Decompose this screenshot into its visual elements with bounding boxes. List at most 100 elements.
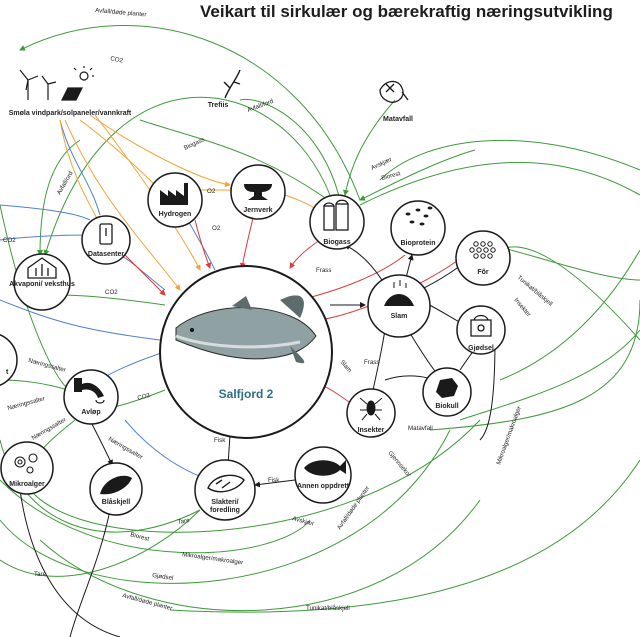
node-label: Biokull	[435, 403, 458, 410]
edge-label: Næringssalter	[31, 416, 68, 441]
node-bioprotein: Bioprotein	[390, 200, 446, 256]
edge-label: Matavfall	[408, 425, 433, 432]
edge-co2-akvaponi	[59, 292, 166, 306]
edge-label: Tare	[177, 517, 191, 526]
edge-orange-3	[89, 114, 231, 188]
node-label: Biogass	[323, 239, 350, 246]
edge-label: CO2	[3, 237, 16, 244]
edge-black-insekter-biokull	[384, 375, 429, 381]
node-label: Slakteri/	[211, 499, 238, 506]
edge-avfall-dode-planter-top	[19, 24, 361, 201]
edge-label: Fisk	[214, 437, 226, 444]
edge-red-biogass	[289, 239, 321, 269]
edge-tare	[0, 509, 201, 577]
fish-fillet-icon	[207, 474, 245, 493]
node-label: Avløp	[81, 409, 100, 416]
edge-blue-smola-datasenter	[59, 119, 101, 216]
edge-label: Biorest	[129, 531, 150, 543]
sludge-icon	[384, 280, 414, 306]
node-jernverk: Jernverk	[230, 164, 286, 220]
edge-avfall-left	[37, 139, 81, 256]
fish-icon	[304, 460, 346, 476]
edge-orange-1	[59, 119, 103, 226]
edge-black-blaskjell-bottom	[69, 509, 111, 637]
anvil-icon	[244, 184, 272, 200]
edge-label: Næringssalter	[107, 436, 144, 461]
node-slakteri: Slakteri/ foredling	[194, 459, 256, 521]
edge-label: Frass	[364, 359, 379, 366]
edge-label: Biorest	[381, 170, 402, 182]
node-label: Akvaponi/ veksthus	[9, 281, 75, 288]
node-mikroalger: Mikroalger	[0, 441, 54, 495]
edge-bottom-green-1	[19, 419, 481, 533]
edge-label: O2	[212, 225, 221, 232]
edge-label: Gjennsekor	[386, 450, 412, 479]
node-label: Mikroalger	[9, 481, 45, 488]
edge-label: Gjødsel	[152, 572, 174, 582]
node-biogass: Biogass	[309, 194, 365, 250]
edge-label: Mikroalger/makroalger	[182, 551, 244, 566]
node-label: Hydrogen	[159, 211, 192, 218]
node-label: Bioprotein	[401, 240, 436, 247]
node-gjodsel: Gjødsel	[456, 305, 506, 355]
node-smola: Smøla vindpark/solpaneler/vannkraft	[9, 66, 132, 117]
edge-orange-jernverk-biogass	[284, 194, 319, 211]
charcoal-icon	[436, 378, 458, 398]
edge-label: Avskjær	[291, 515, 314, 528]
node-label: Trefiis	[208, 102, 229, 109]
edge-label: CO2	[137, 392, 152, 402]
bioprotein-icon	[405, 206, 433, 226]
edge-biorest	[359, 149, 476, 201]
biogas-tank-icon	[323, 199, 349, 231]
edge-label: Biogass	[183, 136, 206, 152]
seaweed-icon	[223, 69, 241, 99]
edge-mikroalger-right	[459, 329, 640, 421]
node-hydrogen: Hydrogen	[147, 172, 203, 228]
edge-orange-2	[79, 119, 161, 191]
node-label: Annen oppdrett	[297, 483, 350, 490]
drain-pipe-icon	[74, 378, 105, 404]
edge-label: Avfall/døde planter	[95, 7, 147, 18]
edge-label: Mikroalger/makroalger	[495, 405, 523, 465]
edge-label: CO2	[105, 289, 118, 296]
edge-label: Frass	[316, 267, 331, 274]
node-akvaponi: Akvaponi/ veksthus	[9, 253, 75, 311]
edge-black-avlop-blaskjell	[89, 419, 113, 466]
edge-bottom-green-2	[0, 429, 451, 584]
edge-blue-left-mid	[0, 299, 161, 341]
salmon-icon	[175, 295, 317, 364]
center-node: Salfjord 2	[159, 265, 333, 439]
feed-pellets-icon	[469, 241, 496, 259]
edge-red-datasenter	[119, 249, 166, 296]
factory-icon	[160, 183, 188, 205]
edge-avskjaer	[343, 99, 396, 196]
edges	[0, 24, 640, 637]
mussel-icon	[100, 475, 132, 495]
node-label: Insekter	[358, 427, 385, 434]
node-insekter: Insekter	[346, 388, 396, 438]
edge-label: Slam	[338, 359, 352, 374]
node-label: Smøla vindpark/solpaneler/vannkraft	[9, 110, 132, 117]
edge-tunikat-bottom	[169, 459, 640, 613]
node-label: Fôr	[477, 269, 489, 276]
edge-red-hydrogen	[194, 219, 212, 269]
edge-right-loop-2	[499, 249, 640, 381]
edge-right-top	[379, 139, 640, 181]
insect-icon	[359, 397, 383, 421]
node-label: Matavfall	[383, 116, 413, 123]
server-icon	[99, 223, 113, 245]
edge-label: Avfall/ord	[56, 170, 75, 196]
edge-avfall-dode-planter-bottom	[39, 499, 481, 612]
edge-label: O2	[207, 188, 216, 195]
edge-blue-left2	[0, 204, 91, 221]
diagram-title: Veikart til sirkulær og bærekraftig næri…	[200, 2, 613, 21]
edge-label: Tunikat/blåskjell	[306, 605, 350, 612]
edge-right-loop-1	[359, 162, 640, 206]
node-avlop: Avløp	[63, 369, 119, 425]
microalgae-icon	[14, 453, 38, 474]
edge-tunikat-right	[489, 242, 640, 281]
food-waste-icon	[379, 80, 409, 103]
edge-bottom-green-3	[0, 479, 311, 554]
greenhouse-icon	[27, 257, 57, 279]
